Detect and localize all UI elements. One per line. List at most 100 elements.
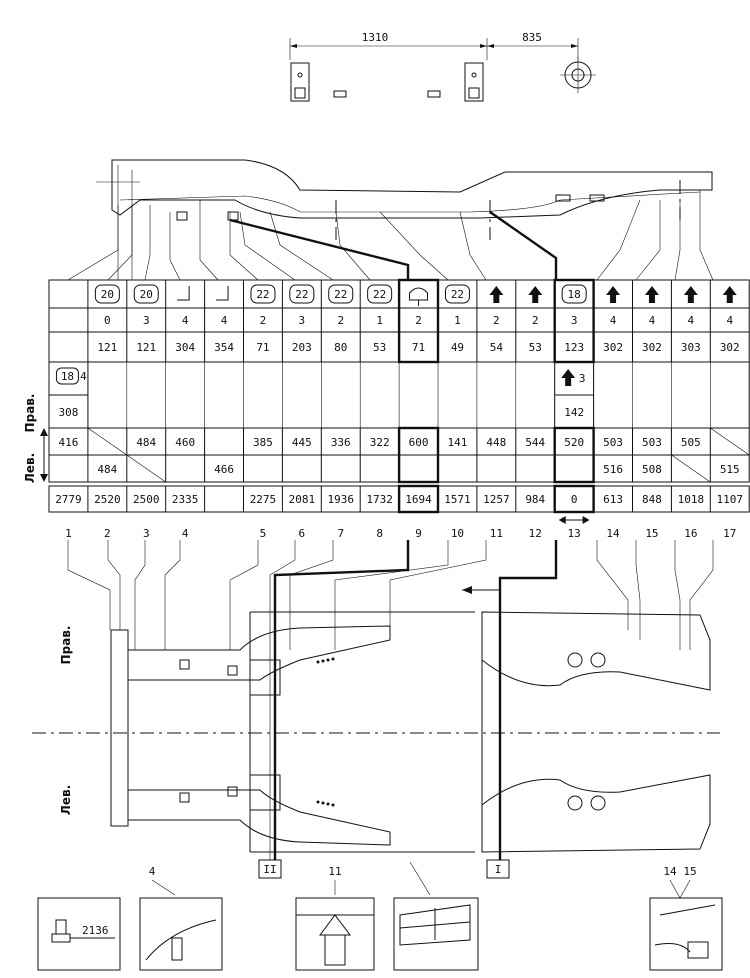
cell-row-c-right: 600 — [409, 436, 429, 449]
inset-3 — [295, 897, 375, 971]
inset-2 — [139, 897, 223, 971]
column-number: 13 — [568, 527, 581, 540]
torque-badge — [250, 284, 276, 304]
cell-row-a: 4 — [182, 314, 189, 327]
cell-row-d: 613 — [603, 493, 623, 506]
cell-row-b: 303 — [681, 341, 701, 354]
cell-row-c-right: 445 — [292, 436, 312, 449]
frame-right-side-label: Прав. — [59, 626, 73, 665]
cell-row-b: 123 — [564, 341, 584, 354]
label-14: 14 — [663, 865, 677, 878]
column-number: 6 — [299, 527, 306, 540]
frame-left-side-label: Лев. — [59, 785, 73, 815]
leaders-top — [67, 190, 714, 281]
up-arrow-icon — [489, 286, 504, 303]
cell-row-c-right: 448 — [486, 436, 506, 449]
column-number: 9 — [415, 527, 422, 540]
cell-row-a: 4 — [649, 314, 656, 327]
torque-badge — [444, 284, 470, 304]
cell-row-c-left: 466 — [214, 463, 234, 476]
cell-row-b: 121 — [97, 341, 117, 354]
torque-badge — [328, 284, 354, 304]
up-arrow-icon — [722, 286, 737, 303]
side-view — [96, 159, 713, 280]
hook-icon — [216, 286, 229, 301]
torque-badge-value: 18 — [568, 288, 581, 301]
up-arrow-icon — [606, 286, 621, 303]
torque-badge-value: 22 — [451, 288, 464, 301]
torque-badge-value: 22 — [256, 288, 269, 301]
cell-row-b: 71 — [412, 341, 425, 354]
cell-row-c-right: 544 — [525, 436, 545, 449]
cell-row-d: 1107 — [717, 493, 744, 506]
inset-5 — [649, 897, 723, 971]
cell-row-b: 71 — [256, 341, 269, 354]
badge-18-left — [55, 367, 79, 385]
cell-row-a: 1 — [376, 314, 383, 327]
up-arrow-icon — [561, 369, 576, 386]
cell-row-d: 1694 — [405, 493, 432, 506]
cell-row-c-left: 484 — [97, 463, 117, 476]
label-15: 15 — [683, 865, 696, 878]
table-right-label: Прав. — [23, 394, 37, 433]
dim-835: 835 — [522, 31, 542, 44]
cell-row-d: 848 — [642, 493, 662, 506]
cell-row-b: 49 — [451, 341, 464, 354]
torque-badge — [561, 284, 587, 304]
cell-row-d: 2081 — [289, 493, 316, 506]
marker-i: I — [495, 863, 502, 876]
cell-row-a: 4 — [688, 314, 695, 327]
cell-row-c-left: 516 — [603, 463, 623, 476]
cell-row-d: 2520 — [94, 493, 121, 506]
cell-row-b: 53 — [373, 341, 386, 354]
dim-1310: 1310 — [362, 31, 389, 44]
cell-row-a: 2 — [532, 314, 539, 327]
cell-row-a: 3 — [143, 314, 150, 327]
cell-row-b: 354 — [214, 341, 234, 354]
cell-row-c-right: 141 — [448, 436, 468, 449]
leaders-bottom — [67, 540, 714, 860]
cell-row-b: 121 — [136, 341, 156, 354]
cell-row-d: 1732 — [366, 493, 393, 506]
cell-row-d: 2335 — [172, 493, 199, 506]
marker-ii-box — [258, 859, 282, 879]
cell-row-b: 203 — [292, 341, 312, 354]
extra-left-value: 308 — [59, 406, 79, 419]
top-dimension-sketch: 1310 835 — [289, 31, 596, 102]
cell-row-a: 1 — [454, 314, 461, 327]
cell-row-a: 2 — [415, 314, 422, 327]
cell-row-a: 2 — [260, 314, 267, 327]
extra-right-value: 142 — [564, 406, 584, 419]
marker-ii: II — [263, 863, 276, 876]
cell-row-b: 302 — [603, 341, 623, 354]
label-4: 4 — [149, 865, 156, 878]
cell-row-d: 1936 — [328, 493, 355, 506]
cell-row-b: 304 — [175, 341, 195, 354]
badge-18-left-sup: 4 — [80, 370, 87, 383]
cell-row-b: 302 — [642, 341, 662, 354]
cell-row-c-right: 460 — [175, 436, 195, 449]
cell-row-c-right: 385 — [253, 436, 273, 449]
cell-row-c-right: 416 — [59, 436, 79, 449]
cell-row-b: 302 — [720, 341, 740, 354]
cell-row-a: 4 — [221, 314, 228, 327]
torque-badge-value: 20 — [140, 288, 153, 301]
torque-badge — [133, 284, 159, 304]
plan-view — [32, 611, 720, 853]
torque-badge — [289, 284, 315, 304]
cell-row-d: 1018 — [678, 493, 705, 506]
cell-row-c-left: 515 — [720, 463, 740, 476]
torque-badge — [367, 284, 393, 304]
table-left-label: Лев. — [23, 453, 37, 483]
column-number: 11 — [490, 527, 503, 540]
cell-row-c-right: 503 — [642, 436, 662, 449]
column-number: 10 — [451, 527, 464, 540]
column-number: 5 — [260, 527, 267, 540]
cell-row-d: 1257 — [483, 493, 510, 506]
label-11: 11 — [328, 865, 341, 878]
cell-row-d: 2275 — [250, 493, 277, 506]
cell-row-d: 2779 — [55, 493, 82, 506]
inset-value: 2136 — [82, 924, 109, 937]
up-arrow-icon — [644, 286, 659, 303]
cell-row-a: 3 — [299, 314, 306, 327]
